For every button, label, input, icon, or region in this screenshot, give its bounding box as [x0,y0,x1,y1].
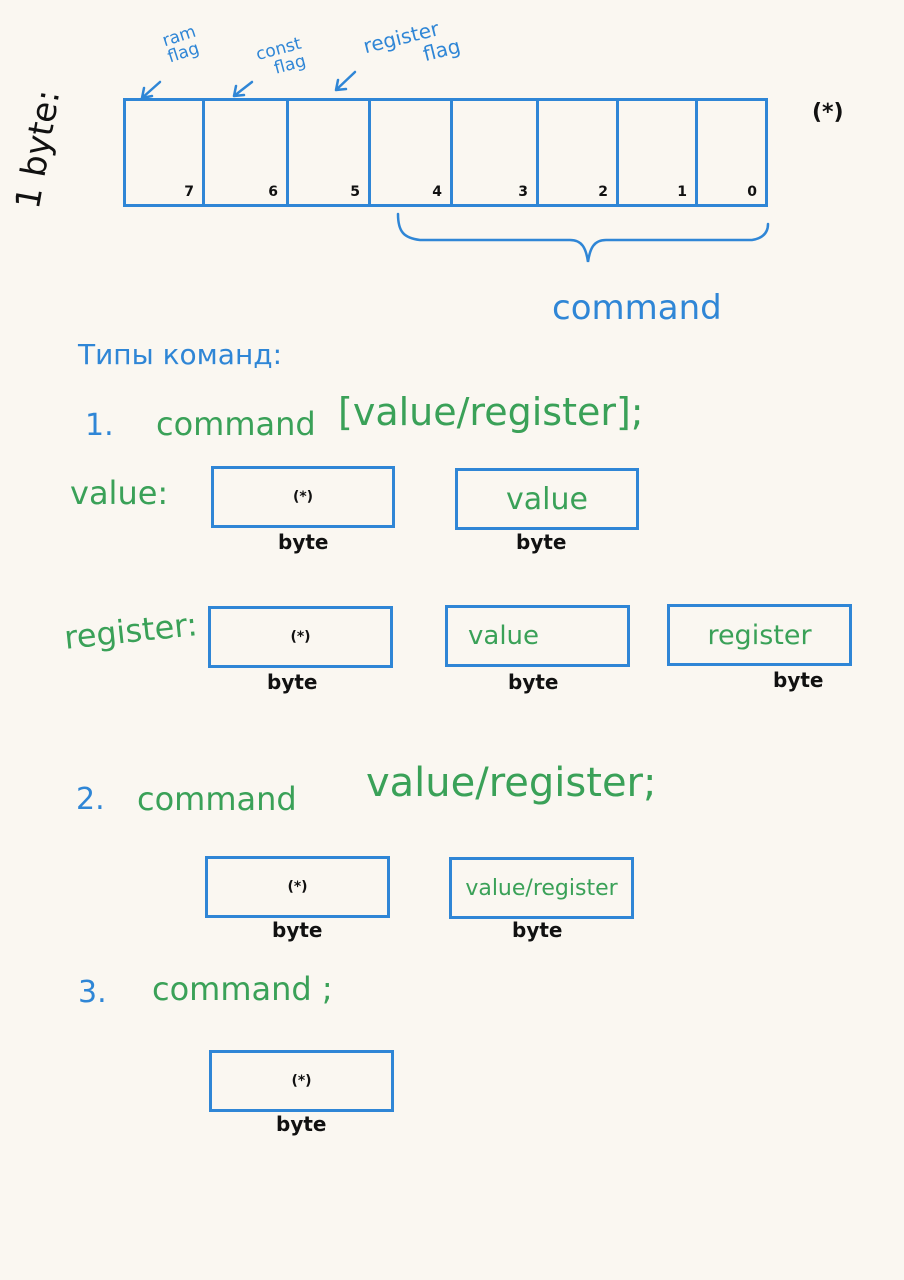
byte-caption: byte [276,1112,327,1136]
value-row-label: value: [70,474,169,512]
byte-caption: byte [278,530,329,554]
section2-command: command [137,780,297,818]
command-label: command [552,288,722,328]
byte-caption: byte [267,670,318,694]
bit-number: 1 [677,184,687,200]
value-row-box-opcode: (*) [211,466,395,528]
bit-layout: 7 6 5 4 3 2 1 0 [123,98,768,207]
section3-box-opcode: (*) [209,1050,394,1112]
byte-caption: byte [512,918,563,942]
section1-args: [value/register]; [338,390,644,434]
command-brace [396,212,770,263]
asterisk-marker: (*) [812,100,844,125]
bit-cell-0: 0 [695,101,765,204]
bit-cell-4: 4 [368,101,450,204]
value-byte-text: value [468,621,540,651]
bit-number: 5 [350,184,360,200]
byte-caption: byte [516,530,567,554]
bit-cell-5: 5 [286,101,368,204]
register-row-box-opcode: (*) [208,606,393,668]
bit-cell-2: 2 [536,101,616,204]
bit-number: 2 [598,184,608,200]
byte-caption: byte [272,918,323,942]
section2-number: 2. [76,782,105,817]
value-register-byte-text: value/register [465,875,618,901]
bit-number: 3 [518,184,528,200]
section1-number: 1. [85,408,114,443]
register-byte-text: register [707,619,812,651]
ram-flag-arrow [140,80,162,100]
section2-box-opcode: (*) [205,856,390,918]
opcode-byte-text: (*) [290,629,311,645]
bit-number: 0 [747,184,757,200]
opcode-byte-text: (*) [292,489,314,505]
byte-caption: byte [508,670,559,694]
opcode-byte-text: (*) [291,1073,312,1089]
bit-cell-1: 1 [616,101,695,204]
value-row-box-value: value [455,468,639,530]
bit-cell-7: 7 [126,101,202,204]
bit-number: 7 [184,184,194,200]
register-row-box-register: register [667,604,852,666]
section1-command: command [156,405,316,443]
opcode-byte-text: (*) [287,879,308,895]
section3-number: 3. [78,975,107,1010]
section2-box-value-register: value/register [449,857,634,919]
section3-command: command ; [152,970,333,1008]
bit-number: 6 [268,184,278,200]
bit-cell-6: 6 [202,101,286,204]
register-flag-arrow [334,70,357,92]
bit-number: 4 [432,184,442,200]
bit-cell-3: 3 [450,101,536,204]
value-byte-text: value [506,481,588,517]
register-row-box-value: value [445,605,630,667]
const-flag-arrow [232,80,254,98]
types-heading: Типы команд: [78,338,283,371]
byte-caption: byte [773,668,824,692]
section2-args: value/register; [366,760,657,806]
